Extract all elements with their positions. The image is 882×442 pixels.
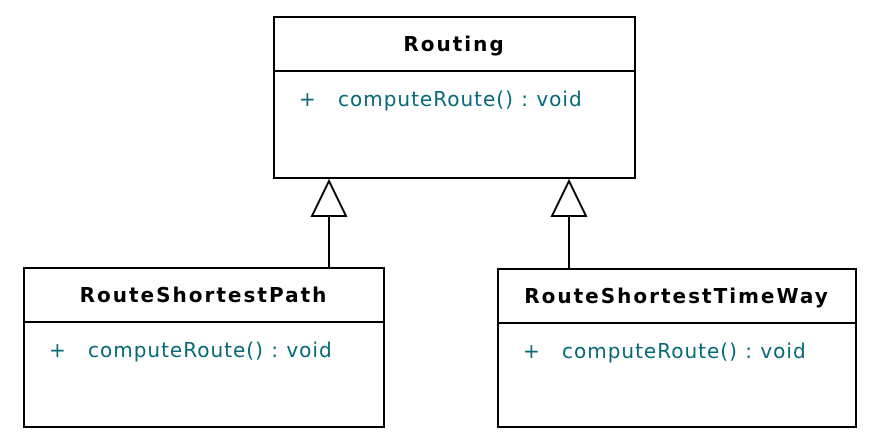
method-signature: computeRoute() : void [338, 87, 583, 111]
class-box-route-shortest-time-way: RouteShortestTimeWay + computeRoute() : … [497, 268, 857, 428]
method-compartment: + computeRoute() : void [275, 87, 634, 111]
method-compartment: + computeRoute() : void [499, 339, 855, 363]
hollow-triangle-icon [550, 178, 588, 217]
class-name: RouteShortestPath [25, 269, 383, 323]
method-entry: + computeRoute() : void [25, 338, 383, 362]
class-box-routing: Routing + computeRoute() : void [273, 16, 636, 179]
generalization-arrow-right [550, 178, 588, 268]
class-name: Routing [275, 18, 634, 72]
visibility-public-symbol: + [49, 338, 67, 362]
method-entry: + computeRoute() : void [275, 87, 634, 111]
method-signature: computeRoute() : void [88, 338, 333, 362]
class-box-route-shortest-path: RouteShortestPath + computeRoute() : voi… [23, 267, 385, 428]
method-entry: + computeRoute() : void [499, 339, 855, 363]
visibility-public-symbol: + [523, 339, 541, 363]
method-signature: computeRoute() : void [562, 339, 807, 363]
method-compartment: + computeRoute() : void [25, 338, 383, 362]
visibility-public-symbol: + [299, 87, 317, 111]
generalization-arrow-left [310, 178, 348, 267]
hollow-triangle-icon [310, 178, 348, 217]
class-name: RouteShortestTimeWay [499, 270, 855, 324]
